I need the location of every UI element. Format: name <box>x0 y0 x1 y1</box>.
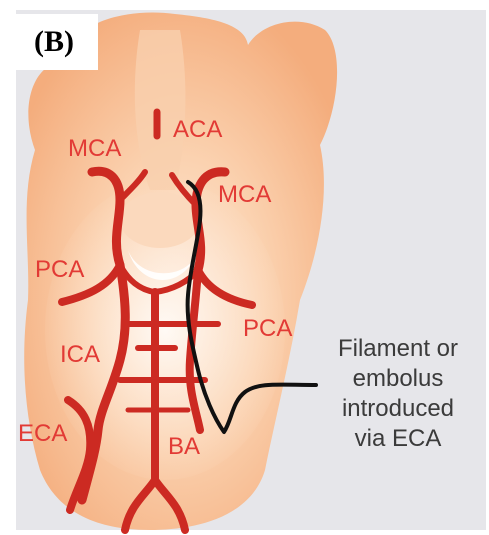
panel-label: (B) <box>16 14 98 70</box>
label-ica: ICA <box>60 343 100 367</box>
label-ba: BA <box>168 435 200 459</box>
annotation-line-2: embolus <box>314 364 482 394</box>
label-aca: ACA <box>173 118 222 142</box>
label-pca-right: PCA <box>243 317 292 341</box>
annotation-line-3: introduced <box>314 394 482 424</box>
label-eca: ECA <box>18 422 67 446</box>
label-mca-left: MCA <box>68 137 121 161</box>
annotation-line-1: Filament or <box>314 334 482 364</box>
label-mca-right: MCA <box>218 183 271 207</box>
filament-annotation: Filament or embolus introduced via ECA <box>314 334 482 454</box>
label-pca-left: PCA <box>35 258 84 282</box>
annotation-line-4: via ECA <box>314 424 482 454</box>
